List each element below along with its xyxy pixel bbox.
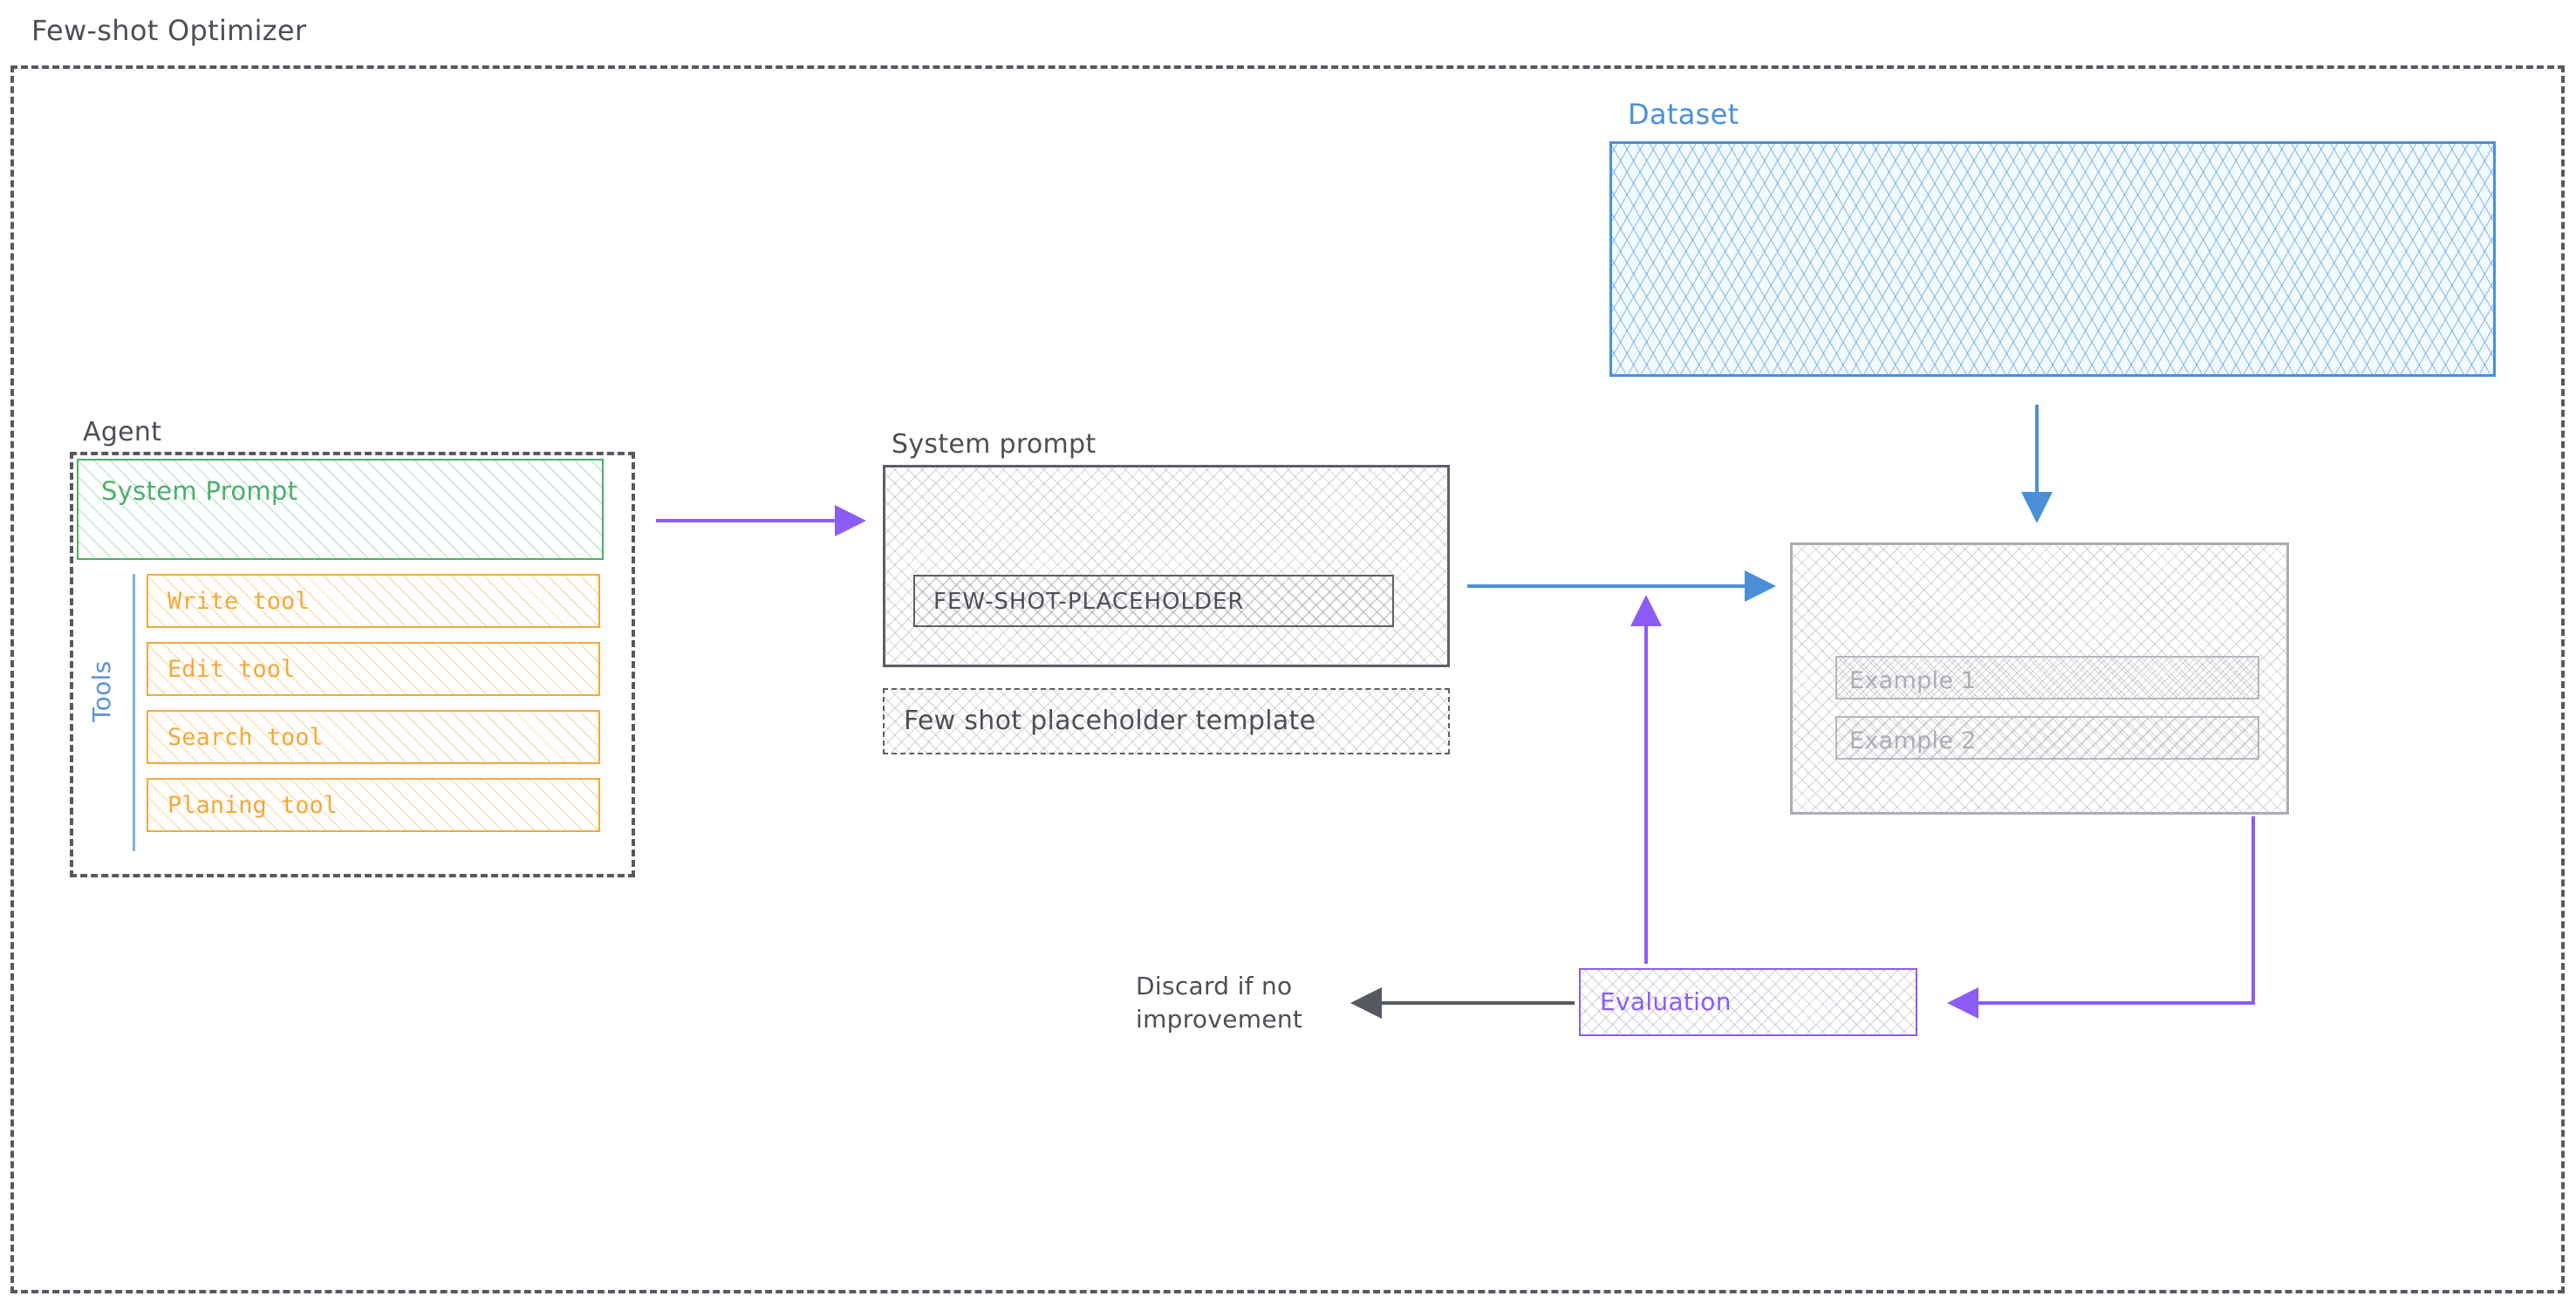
example-row[interactable]: Example 1: [1835, 656, 2259, 699]
agent-container: [70, 452, 635, 877]
few-shot-template-label: Few shot placeholder template: [904, 706, 1316, 736]
tool-item-edit[interactable]: Edit tool: [147, 642, 600, 696]
page-title: Few-shot Optimizer: [31, 14, 307, 47]
system-prompt-box: [883, 465, 1450, 667]
tools-rail-divider: [133, 574, 135, 851]
agent-system-prompt-label: System Prompt: [101, 476, 298, 506]
few-shot-placeholder-label: FEW-SHOT-PLACEHOLDER: [933, 589, 1245, 615]
agent-system-prompt-box[interactable]: System Prompt: [77, 459, 604, 560]
example-row[interactable]: Example 2: [1835, 716, 2259, 760]
few-shot-placeholder-token[interactable]: FEW-SHOT-PLACEHOLDER: [913, 575, 1394, 627]
dataset-label: Dataset: [1628, 98, 1739, 131]
discard-note: Discard if no improvement: [1136, 972, 1303, 1034]
evaluation-label: Evaluation: [1600, 987, 1732, 1016]
system-prompt-label: System prompt: [892, 429, 1097, 460]
tool-label: Write tool: [167, 588, 310, 615]
optimizer-frame: [10, 65, 2565, 1293]
dataset-box[interactable]: [1609, 141, 2496, 377]
tool-item-write[interactable]: Write tool: [147, 574, 600, 628]
example-label: Example 1: [1849, 667, 1977, 694]
tool-label: Edit tool: [167, 656, 296, 683]
examples-container: [1790, 542, 2289, 815]
evaluation-box[interactable]: Evaluation: [1579, 968, 1917, 1036]
tool-item-planing[interactable]: Planing tool: [147, 778, 600, 832]
agent-label: Agent: [83, 417, 162, 447]
example-label: Example 2: [1849, 727, 1977, 754]
tool-item-search[interactable]: Search tool: [147, 710, 600, 764]
few-shot-template-box[interactable]: Few shot placeholder template: [883, 688, 1450, 754]
tool-label: Search tool: [167, 724, 324, 751]
tools-label: Tools: [87, 660, 116, 723]
tool-label: Planing tool: [167, 792, 338, 819]
